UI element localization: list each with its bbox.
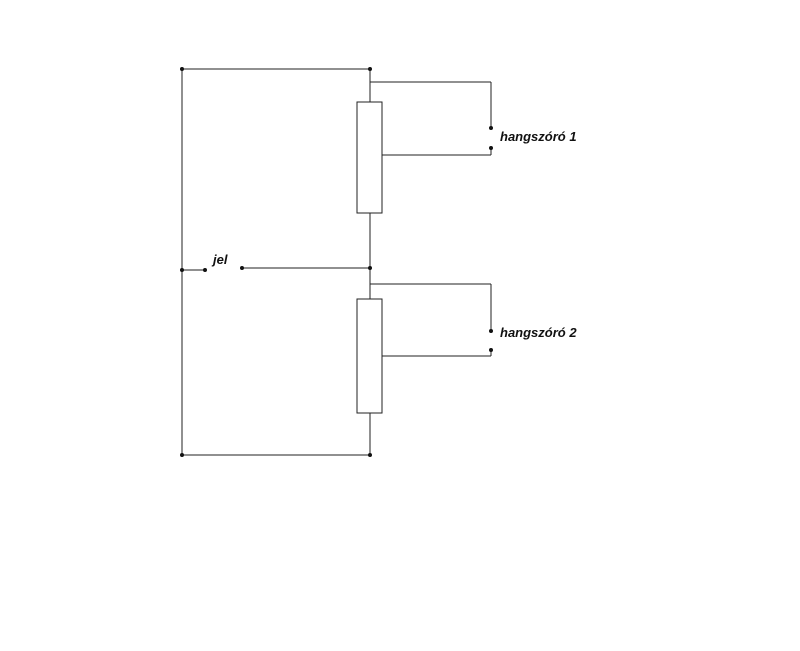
speaker-2-terminal-bottom [489,348,493,352]
signal-terminal-right [240,266,244,270]
speaker-2-output: hangszóró 2 [370,283,577,356]
speaker-1-label: hangszóró 1 [500,129,577,144]
junction-left-middle [180,268,184,272]
potentiometer-2-body [356,298,383,414]
speaker-1-output: hangszóró 1 [370,81,577,155]
speaker-1-terminal-bottom [489,146,493,150]
signal-input: jel [182,252,370,272]
signal-terminal-left [203,268,207,272]
junctions [180,67,372,457]
signal-label: jel [211,252,228,267]
junction-top-left [180,67,184,71]
junction-bottom-left [180,453,184,457]
junction-bottom-right [368,453,372,457]
potentiometer-1 [356,101,491,214]
speaker-2-terminal-top [489,329,493,333]
junction-top-right [368,67,372,71]
potentiometer-1-body [356,101,383,214]
junction-center [368,266,372,270]
potentiometer-2 [356,298,491,414]
outer-loop [181,68,370,456]
speaker-1-terminal-top [489,126,493,130]
speaker-2-label: hangszóró 2 [500,325,577,340]
